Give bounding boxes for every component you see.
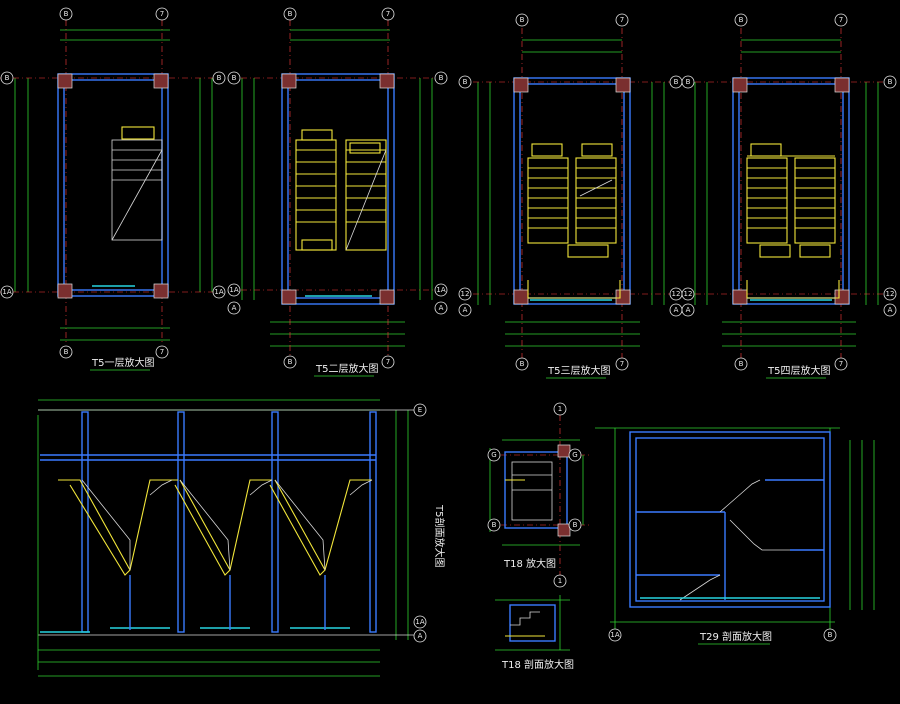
axis-label: B — [828, 631, 833, 639]
drawing-title: T5二层放大图 — [315, 362, 378, 375]
axis-label: A — [674, 306, 679, 314]
axis-label: B — [439, 74, 444, 82]
axis-label: 7 — [160, 10, 164, 18]
plan-t5-floor2: B 7 B 7 B 1A A B 1A A T5二层放大图 — [227, 7, 448, 377]
plan-t5-floor1: B 7 B 7 B 1A B 1A T5一层放大图 — [0, 7, 226, 371]
axis-label: B — [739, 360, 744, 368]
axis-label: B — [739, 16, 744, 24]
axis-label: B — [232, 74, 237, 82]
axis-label: 1 — [558, 577, 562, 585]
axis-label: A — [686, 306, 691, 314]
drawing-title: T18 放大图 — [503, 557, 556, 570]
section-t29: 1A B T29 剖面放大图 — [595, 427, 875, 645]
plan-t5-floor3: B 7 B 7 B 12 A B 12 A T5三层放大图 — [458, 13, 683, 379]
axis-label: B — [520, 16, 525, 24]
axis-label: 7 — [839, 360, 843, 368]
drawing-title: T29 剖面放大图 — [699, 630, 772, 643]
axis-label: B — [288, 10, 293, 18]
axis-label: A — [463, 306, 468, 314]
axis-label: A — [418, 632, 423, 640]
axis-label: 1A — [229, 286, 238, 294]
drawing-title: T5三层放大图 — [547, 364, 610, 377]
axis-label: B — [64, 10, 69, 18]
axis-label: 7 — [839, 16, 843, 24]
axis-label: 7 — [386, 358, 390, 366]
axis-label: 12 — [672, 290, 681, 298]
axis-label: B — [64, 348, 69, 356]
drawing-title: T5一层放大图 — [91, 356, 154, 369]
drawing-title: T5剖面放大图 — [433, 504, 446, 567]
axis-label: B — [520, 360, 525, 368]
axis-label: 1A — [415, 618, 424, 626]
axis-label: 1 — [558, 405, 562, 413]
axis-label: A — [439, 304, 444, 312]
axis-label: G — [572, 451, 577, 459]
axis-label: G — [491, 451, 496, 459]
axis-label: 7 — [620, 16, 624, 24]
axis-label: A — [232, 304, 237, 312]
axis-label: 12 — [886, 290, 895, 298]
axis-label: 7 — [386, 10, 390, 18]
axis-label: B — [288, 358, 293, 366]
drawing-title: T18 剖面放大图 — [501, 658, 574, 671]
axis-label: 1A — [610, 631, 619, 639]
section-t5: E 1A A T5剖面放大图 — [37, 399, 446, 677]
axis-label: B — [217, 74, 222, 82]
axis-label: 7 — [620, 360, 624, 368]
axis-label: 1A — [214, 288, 223, 296]
axis-label: B — [492, 521, 497, 529]
axis-label: B — [888, 78, 893, 86]
section-t18: T18 剖面放大图 — [495, 595, 574, 671]
drawing-title: T5四层放大图 — [767, 364, 830, 377]
axis-label: 12 — [684, 290, 693, 298]
axis-label: B — [5, 74, 10, 82]
axis-label: E — [418, 406, 422, 414]
axis-label: 7 — [160, 348, 164, 356]
plan-t5-floor4: B 7 B 7 B 12 A B 12 A T5四层放大图 — [681, 13, 897, 379]
axis-label: B — [686, 78, 691, 86]
axis-label: B — [463, 78, 468, 86]
axis-label: B — [674, 78, 679, 86]
axis-label: B — [573, 521, 578, 529]
axis-label: 12 — [461, 290, 470, 298]
plan-t18: 1 1 G B G B T18 放大图 — [487, 402, 590, 588]
axis-label: 1A — [436, 286, 445, 294]
axis-label: 1A — [2, 288, 11, 296]
axis-label: A — [888, 306, 893, 314]
